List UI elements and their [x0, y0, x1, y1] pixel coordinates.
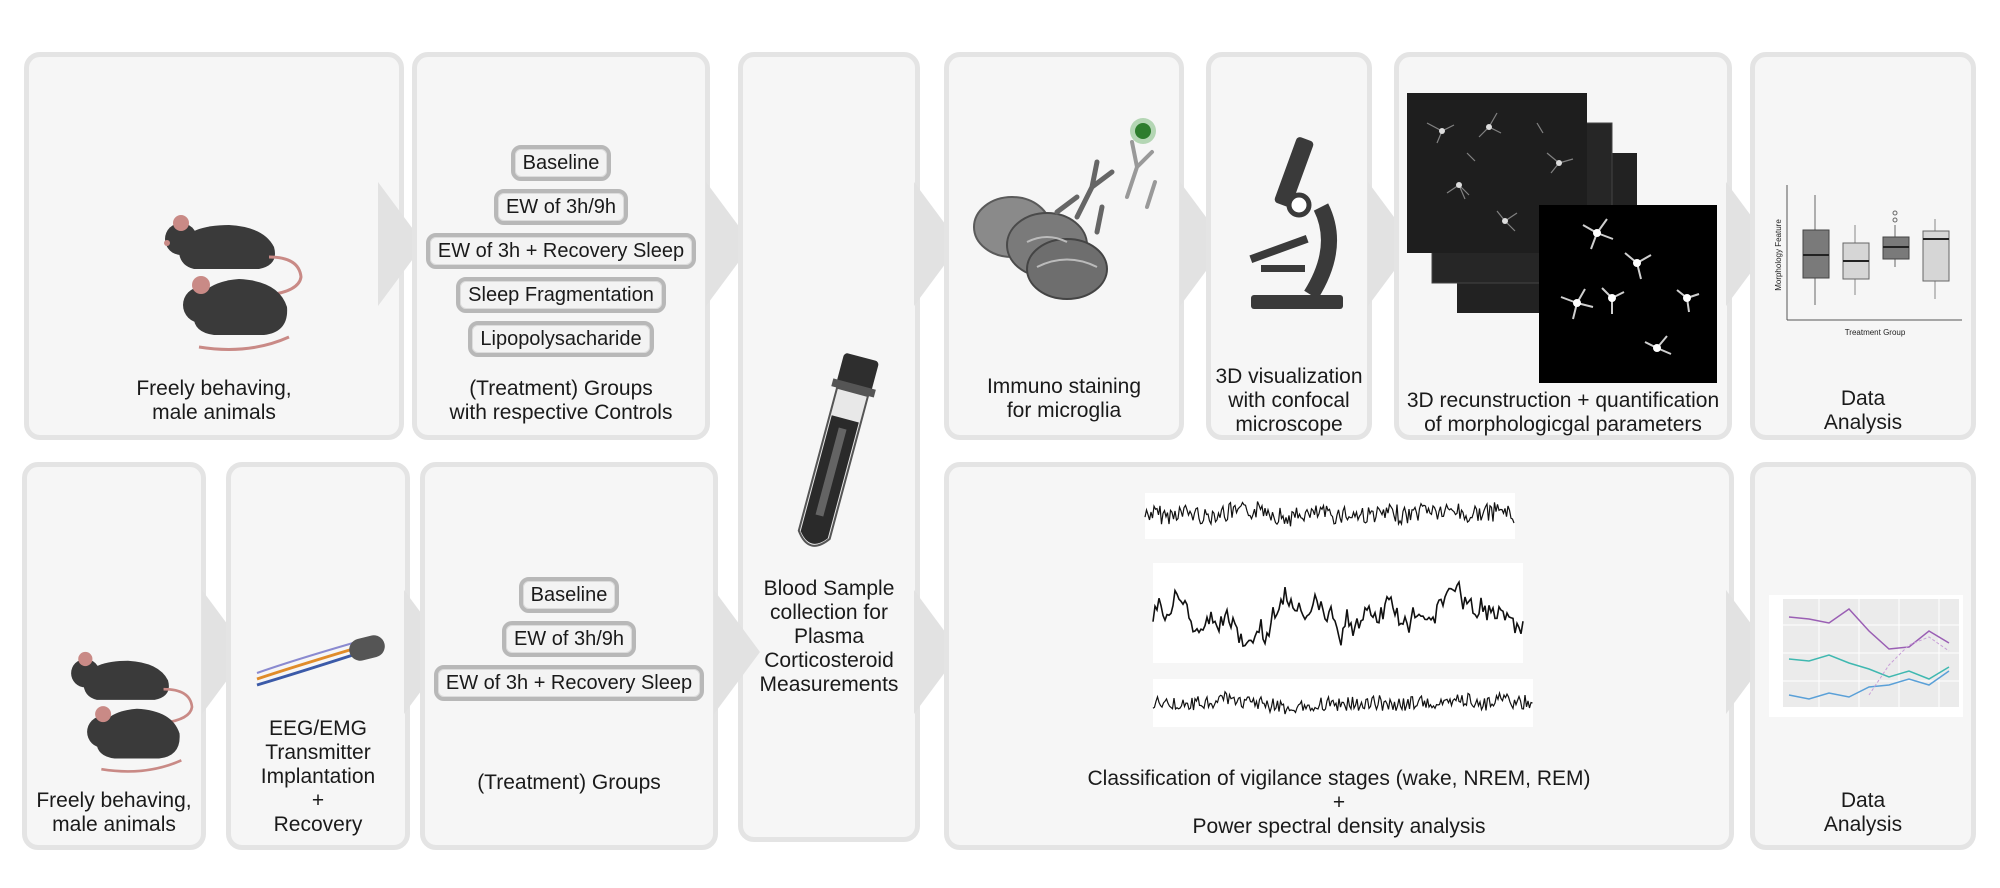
- group-pill: Lipopolysacharide: [468, 321, 654, 357]
- top-groups-list: Baseline EW of 3h/9h EW of 3h + Recovery…: [417, 145, 705, 357]
- mouse-icon: [183, 276, 290, 351]
- confocal-caption: 3D visualization with confocal microscop…: [1215, 365, 1363, 436]
- panel-implant: EEG/EMG Transmitter Implantation + Recov…: [226, 462, 410, 850]
- panel-top-analysis: Morphology Feature Treatment Group Data …: [1750, 52, 1976, 440]
- mouse-icon: [87, 706, 182, 773]
- panel-blood: Blood Sample collection for Plasma Corti…: [738, 52, 920, 842]
- immuno-caption: Immuno staining for microglia: [986, 375, 1142, 422]
- antibody-icon: [1125, 140, 1157, 209]
- eeg-trace-nrem: [1152, 563, 1524, 663]
- bottom-animals-caption: Freely behaving, male animals: [36, 789, 192, 836]
- panel-eeg: Classification of vigilance stages (wake…: [944, 462, 1734, 850]
- microscope-icon: [1249, 137, 1343, 309]
- group-pill: Sleep Fragmentation: [456, 277, 666, 313]
- eeg-transmitter-icon: [256, 635, 385, 687]
- brain-slices-illustration: [973, 118, 1157, 300]
- plot-series-line: [1788, 670, 1950, 700]
- blood-caption: Blood Sample collection for Plasma Corti…: [759, 577, 899, 696]
- plot-series-line: [1788, 654, 1950, 680]
- top-groups-caption: (Treatment) Groups with respective Contr…: [449, 377, 673, 424]
- panel-immuno: Immuno staining for microglia: [944, 52, 1184, 440]
- bottom-groups-list: Baseline EW of 3h/9h EW of 3h + Recovery…: [425, 577, 713, 701]
- mouse-pair-illustration: [164, 215, 303, 351]
- top-animals-caption: Freely behaving, male animals: [136, 377, 292, 424]
- eeg-trace-wake: [1144, 493, 1515, 539]
- implant-caption: EEG/EMG Transmitter Implantation + Recov…: [260, 717, 376, 836]
- panel-reconstruction: 3D recunstruction + quantification of mo…: [1394, 52, 1732, 440]
- group-pill: EW of 3h/9h: [493, 189, 629, 225]
- boxplot-box: [1842, 225, 1870, 295]
- boxplot-box: [1882, 210, 1910, 267]
- panel-top-groups: Baseline EW of 3h/9h EW of 3h + Recovery…: [412, 52, 710, 440]
- panel-bottom-analysis: Data Analysis: [1750, 462, 1976, 850]
- panel-confocal: 3D visualization with confocal microscop…: [1206, 52, 1372, 440]
- group-pill: EW of 3h/9h: [501, 621, 637, 657]
- reconstruction-image: [1539, 205, 1717, 383]
- top-analysis-caption: Data Analysis: [1823, 387, 1903, 434]
- line-plot-thumbnail: [1769, 595, 1963, 717]
- reconstruction-caption: 3D recunstruction + quantification of mo…: [1406, 389, 1720, 436]
- bottom-analysis-caption: Data Analysis: [1823, 789, 1903, 836]
- group-pill: Baseline: [518, 577, 620, 613]
- antibody-icon: [1054, 159, 1115, 235]
- mouse-icon: [164, 215, 303, 297]
- boxplot-thumbnail: Morphology Feature Treatment Group: [1774, 185, 1962, 337]
- panel-top-animals: Freely behaving, male animals: [24, 52, 404, 440]
- boxplot-box: [1802, 195, 1830, 305]
- microglia-image-stack: [1407, 93, 1717, 383]
- eeg-caption: Classification of vigilance stages (wake…: [1087, 767, 1591, 838]
- plot-series-line: [1788, 608, 1950, 650]
- mouse-icon: [71, 651, 194, 725]
- brain-slice-icon: [973, 196, 1108, 300]
- eeg-trace-rem: [1152, 679, 1533, 727]
- mouse-pair-illustration: [71, 651, 194, 773]
- blood-tube-icon: [797, 353, 879, 547]
- panel-bottom-animals: Freely behaving, male animals: [22, 462, 206, 850]
- boxplot-xlabel: Treatment Group: [1845, 328, 1906, 337]
- panel-bottom-groups: Baseline EW of 3h/9h EW of 3h + Recovery…: [420, 462, 718, 850]
- boxplot-box: [1922, 219, 1950, 299]
- boxplot-ylabel: Morphology Feature: [1774, 219, 1783, 291]
- group-pill: EW of 3h + Recovery Sleep: [425, 233, 697, 269]
- bottom-groups-caption: (Treatment) Groups: [477, 771, 661, 794]
- group-pill: EW of 3h + Recovery Sleep: [433, 665, 705, 701]
- group-pill: Baseline: [510, 145, 612, 181]
- fluorescent-marker-icon: [1135, 123, 1151, 139]
- arrow-icon: [714, 590, 760, 714]
